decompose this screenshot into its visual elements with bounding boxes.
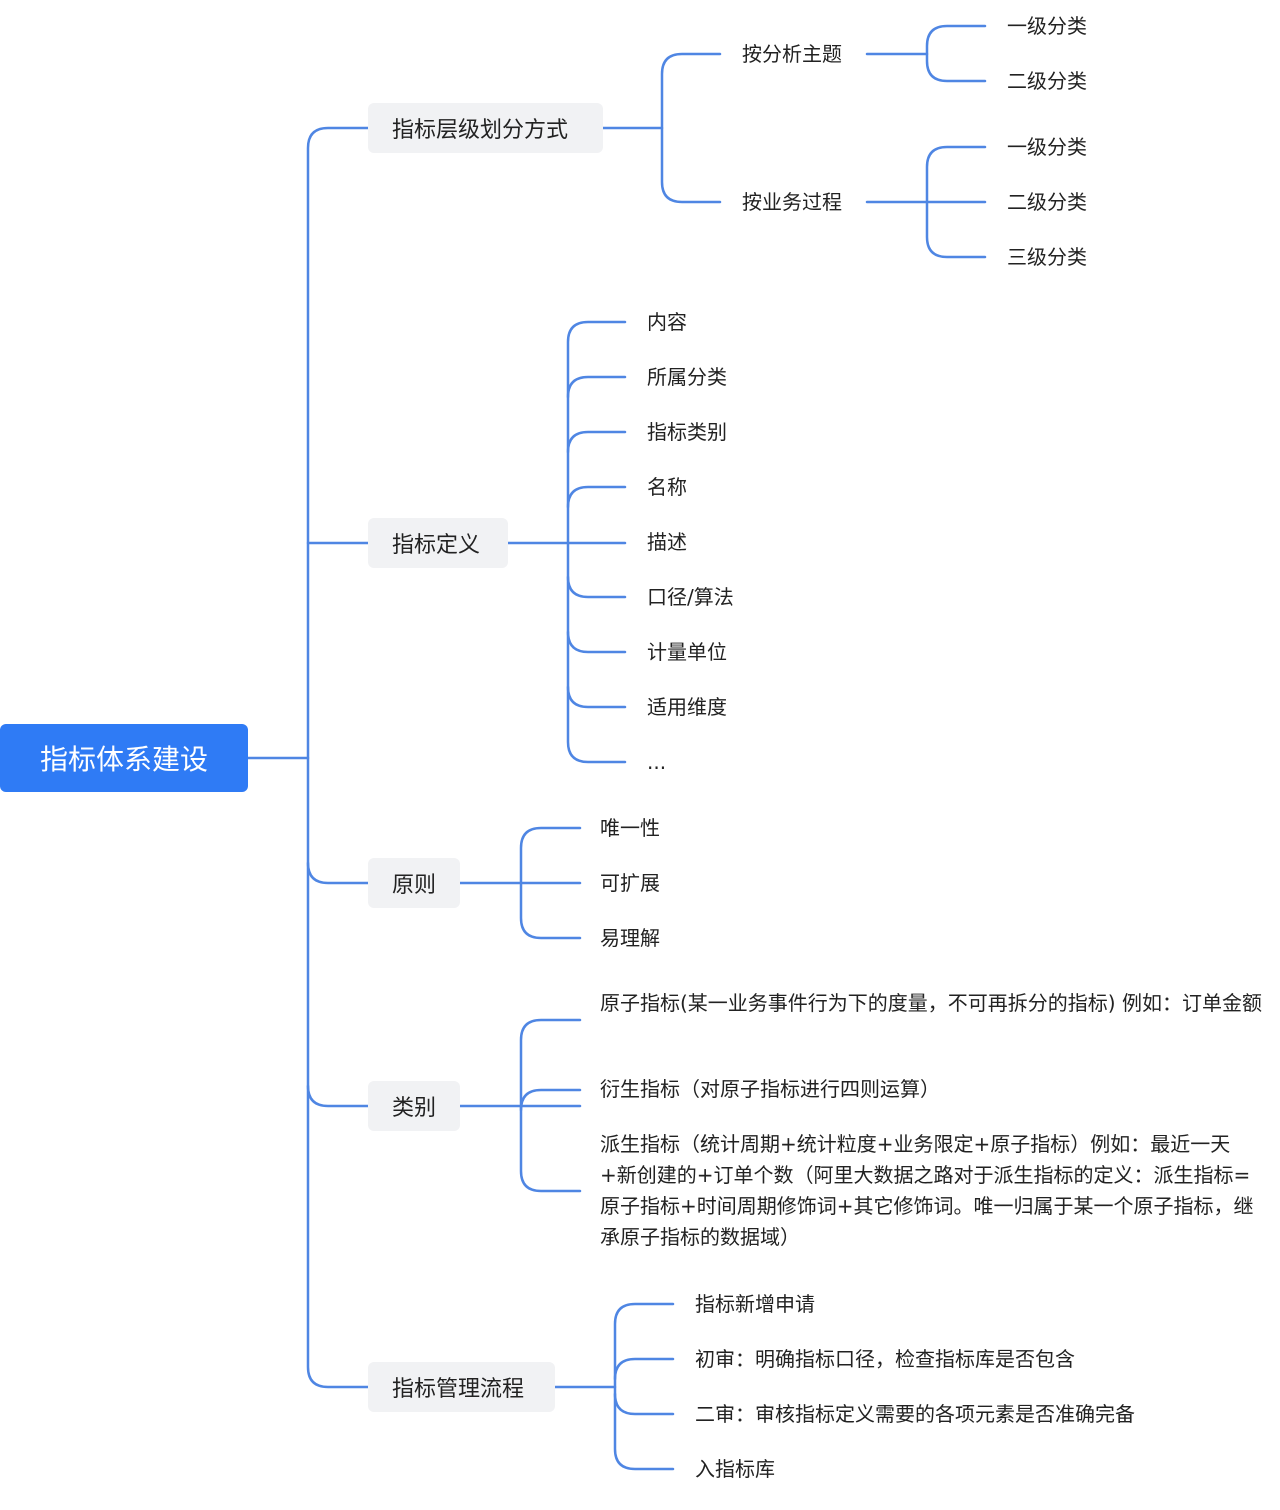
branch-node-definition[interactable]: 指标定义 [368,518,508,568]
branch-node-hierarchy[interactable]: 指标层级划分方式 [368,103,603,153]
branch-node-categories[interactable]: 类别 [368,1081,460,1131]
leaf-definition-item-ellipsis[interactable]: ... [647,750,667,774]
leaf-principle-item[interactable]: 唯一性 [600,816,660,840]
leaf-definition-item[interactable]: 指标类别 [647,420,727,444]
leaf-category-derivative[interactable]: 派生指标（统计周期+统计粒度+业务限定+原子指标）例如：最近一天+新创建的+订单… [600,1132,1254,1249]
leaf-category-atomic[interactable]: 原子指标(某一业务事件行为下的度量，不可再拆分的指标) 例如：订单金额 [600,991,1262,1015]
leaf-definition-item[interactable]: 名称 [647,475,687,499]
leaf-process-level-2[interactable]: 二级分类 [1007,190,1087,214]
leaf-process-level-1[interactable]: 一级分类 [1007,135,1087,159]
leaf-definition-item[interactable]: 口径/算法 [647,585,734,609]
leaf-definition-item[interactable]: 适用维度 [647,695,727,719]
branch-node-principles[interactable]: 原则 [368,858,460,908]
leaf-topic-level-2[interactable]: 二级分类 [1007,69,1087,93]
leaf-definition-item[interactable]: 计量单位 [647,640,727,664]
leaf-principle-item[interactable]: 易理解 [600,926,660,950]
node-by-topic[interactable]: 按分析主题 [742,42,842,66]
node-by-process[interactable]: 按业务过程 [742,190,842,214]
leaf-definition-item[interactable]: 描述 [647,530,687,554]
leaf-process-level-3[interactable]: 三级分类 [1007,245,1087,269]
branch-node-process[interactable]: 指标管理流程 [368,1362,555,1412]
leaf-principle-item[interactable]: 可扩展 [600,871,660,895]
leaf-process-step[interactable]: 入指标库 [695,1457,775,1481]
leaf-process-step[interactable]: 指标新增申请 [695,1292,815,1316]
leaf-definition-item[interactable]: 所属分类 [647,365,727,389]
root-node[interactable]: 指标体系建设 [0,724,248,792]
leaf-process-step[interactable]: 二审：审核指标定义需要的各项元素是否准确完备 [695,1402,1135,1426]
leaf-topic-level-1[interactable]: 一级分类 [1007,14,1087,38]
leaf-process-step[interactable]: 初审：明确指标口径，检查指标库是否包含 [695,1347,1075,1371]
leaf-category-derived[interactable]: 衍生指标（对原子指标进行四则运算） [600,1077,940,1101]
leaf-definition-item[interactable]: 内容 [647,310,687,334]
